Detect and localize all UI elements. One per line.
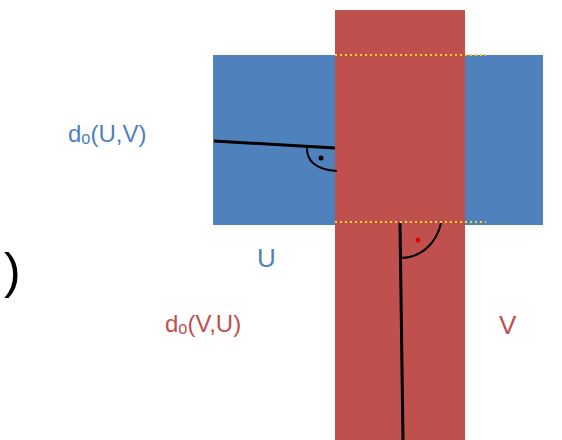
set-name: U xyxy=(257,245,276,271)
distance-line xyxy=(400,223,403,440)
distance-line xyxy=(214,141,335,148)
set-band: V xyxy=(335,10,465,440)
distance-label: dₒ(V,U) xyxy=(165,312,241,336)
boundary-guide xyxy=(335,54,486,56)
formula-fragment: ) xyxy=(4,246,21,296)
angle-dot xyxy=(416,238,421,243)
angle-dot xyxy=(319,156,324,161)
distance-label: dₒ(U,V) xyxy=(68,122,146,146)
right-angle-arc xyxy=(401,223,441,258)
right-angle-arc xyxy=(307,147,337,171)
boundary-guide xyxy=(335,221,486,223)
set-name: V xyxy=(499,312,516,338)
